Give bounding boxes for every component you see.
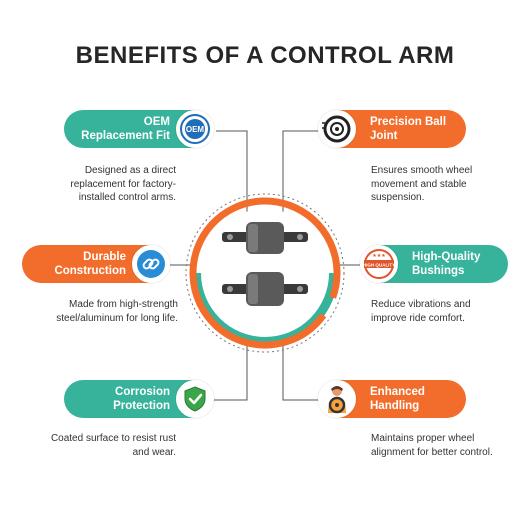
- benefit-title: Durable Construction: [54, 251, 126, 277]
- svg-text:OEM: OEM: [186, 125, 205, 134]
- svg-text:HIGH QUALITY: HIGH QUALITY: [363, 263, 395, 268]
- benefit-corrosion-pill: Corrosion Protection: [64, 380, 214, 418]
- driver-steering-wheel-icon: [318, 380, 356, 418]
- quality-stamp-icon: HIGH QUALITY ★★★: [360, 245, 398, 283]
- benefit-description: Ensures smooth wheel movement and stable…: [371, 165, 473, 203]
- benefit-description: Maintains proper wheel alignment for bet…: [371, 433, 493, 458]
- bushing-top: [222, 222, 308, 254]
- benefit-durable-pill: Durable Construction: [22, 245, 170, 283]
- bearing-icon: [318, 110, 356, 148]
- shield-check-icon: [176, 380, 214, 418]
- benefit-handling-pill: Enhanced Handling: [318, 380, 466, 418]
- benefit-description: Designed as a direct replacement for fac…: [70, 165, 176, 203]
- dotted-ring: [185, 193, 345, 353]
- benefit-oem-pill: OEM Replacement Fit OEM: [64, 110, 214, 148]
- benefit-description: Made from high-strength steel/aluminum f…: [56, 299, 178, 324]
- benefit-bushings-pill: HIGH QUALITY ★★★ High-Quality Bushings: [360, 245, 508, 283]
- svg-text:★★★: ★★★: [372, 253, 386, 259]
- benefit-title: Precision Ball Joint: [370, 116, 447, 142]
- oem-seal-icon: OEM: [176, 110, 214, 148]
- benefit-title: High-Quality Bushings: [412, 251, 481, 277]
- benefit-description: Reduce vibrations and improve ride comfo…: [371, 299, 471, 324]
- page-title: BENEFITS OF A CONTROL ARM: [75, 42, 455, 69]
- chain-link-icon: [132, 245, 170, 283]
- benefit-title: Corrosion Protection: [113, 386, 170, 412]
- orange-ring: [189, 197, 341, 349]
- benefit-title: Enhanced Handling: [370, 386, 425, 412]
- bushing-bottom: [222, 272, 308, 306]
- benefit-title: OEM Replacement Fit: [81, 116, 170, 142]
- benefit-ball-joint-pill: Precision Ball Joint: [318, 110, 466, 148]
- benefit-description: Coated surface to resist rust and wear.: [50, 433, 176, 458]
- product-hub: [185, 193, 345, 353]
